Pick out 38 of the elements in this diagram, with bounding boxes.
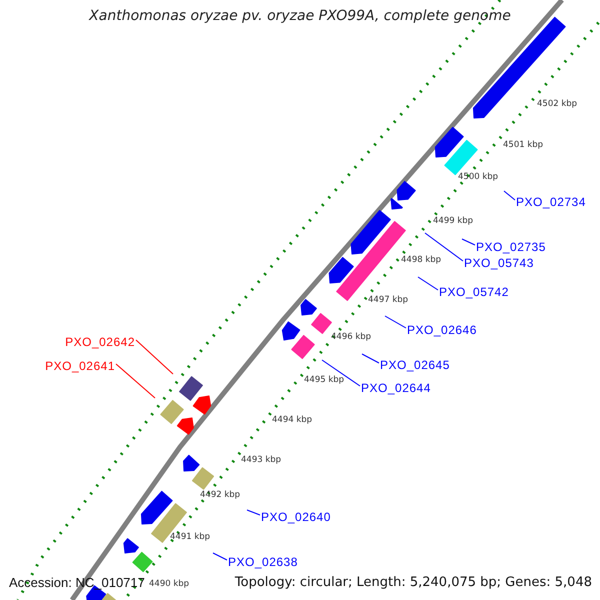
tick-label: 4491 kbp xyxy=(170,532,210,542)
gene-label: PXO_02734 xyxy=(516,196,586,209)
tick-label: 4498 kbp xyxy=(401,255,442,265)
tick-label: 4492 kbp xyxy=(200,490,240,500)
tick-label: 4496 kbp xyxy=(331,332,372,342)
tick-label: 4494 kbp xyxy=(272,415,312,425)
gene-label: PXO_05743 xyxy=(464,257,534,270)
tick-label: 4490 kbp xyxy=(149,579,190,589)
leader-line xyxy=(136,340,174,374)
leader-line xyxy=(322,360,360,386)
leader-line xyxy=(246,510,260,516)
leader-line xyxy=(212,552,228,560)
tick-label: 4502 kbp xyxy=(537,99,578,109)
gene-label: PXO_02642 xyxy=(65,336,135,349)
leader-line xyxy=(384,316,406,328)
gene-label: PXO_02735 xyxy=(476,241,546,254)
leader-line xyxy=(504,190,516,200)
leader-line xyxy=(424,232,464,262)
gene-label: PXO_02645 xyxy=(380,359,450,372)
leader-line xyxy=(418,276,438,290)
tick-label: 4501 kbp xyxy=(503,140,544,150)
tick-label: 4499 kbp xyxy=(433,216,474,226)
gene-label: PXO_02641 xyxy=(45,360,115,373)
gene-label: PXO_02640 xyxy=(261,511,331,524)
tick-label: 4495 kbp xyxy=(304,375,344,385)
tick-label: 4497 kbp xyxy=(368,295,408,305)
leader-line xyxy=(362,354,380,364)
gene-label: PXO_02638 xyxy=(228,556,298,569)
gene-label: PXO_02646 xyxy=(407,324,477,337)
genome-stats-text: Topology: circular; Length: 5,240,075 bp; Genes: 5,048 xyxy=(234,575,592,590)
tick-label: 4493 kbp xyxy=(241,455,282,465)
leader-line xyxy=(462,238,476,246)
tick-label: 4500 kbp xyxy=(458,172,498,182)
gene-label: PXO_02644 xyxy=(361,382,431,395)
diagram-title: Xanthomonas oryzae pv. oryzae PXO99A, complete genome xyxy=(89,8,511,24)
accession-text: Accession: NC_010717 xyxy=(9,575,145,590)
leader-line xyxy=(116,364,156,398)
gene-label: PXO_05742 xyxy=(439,286,509,299)
